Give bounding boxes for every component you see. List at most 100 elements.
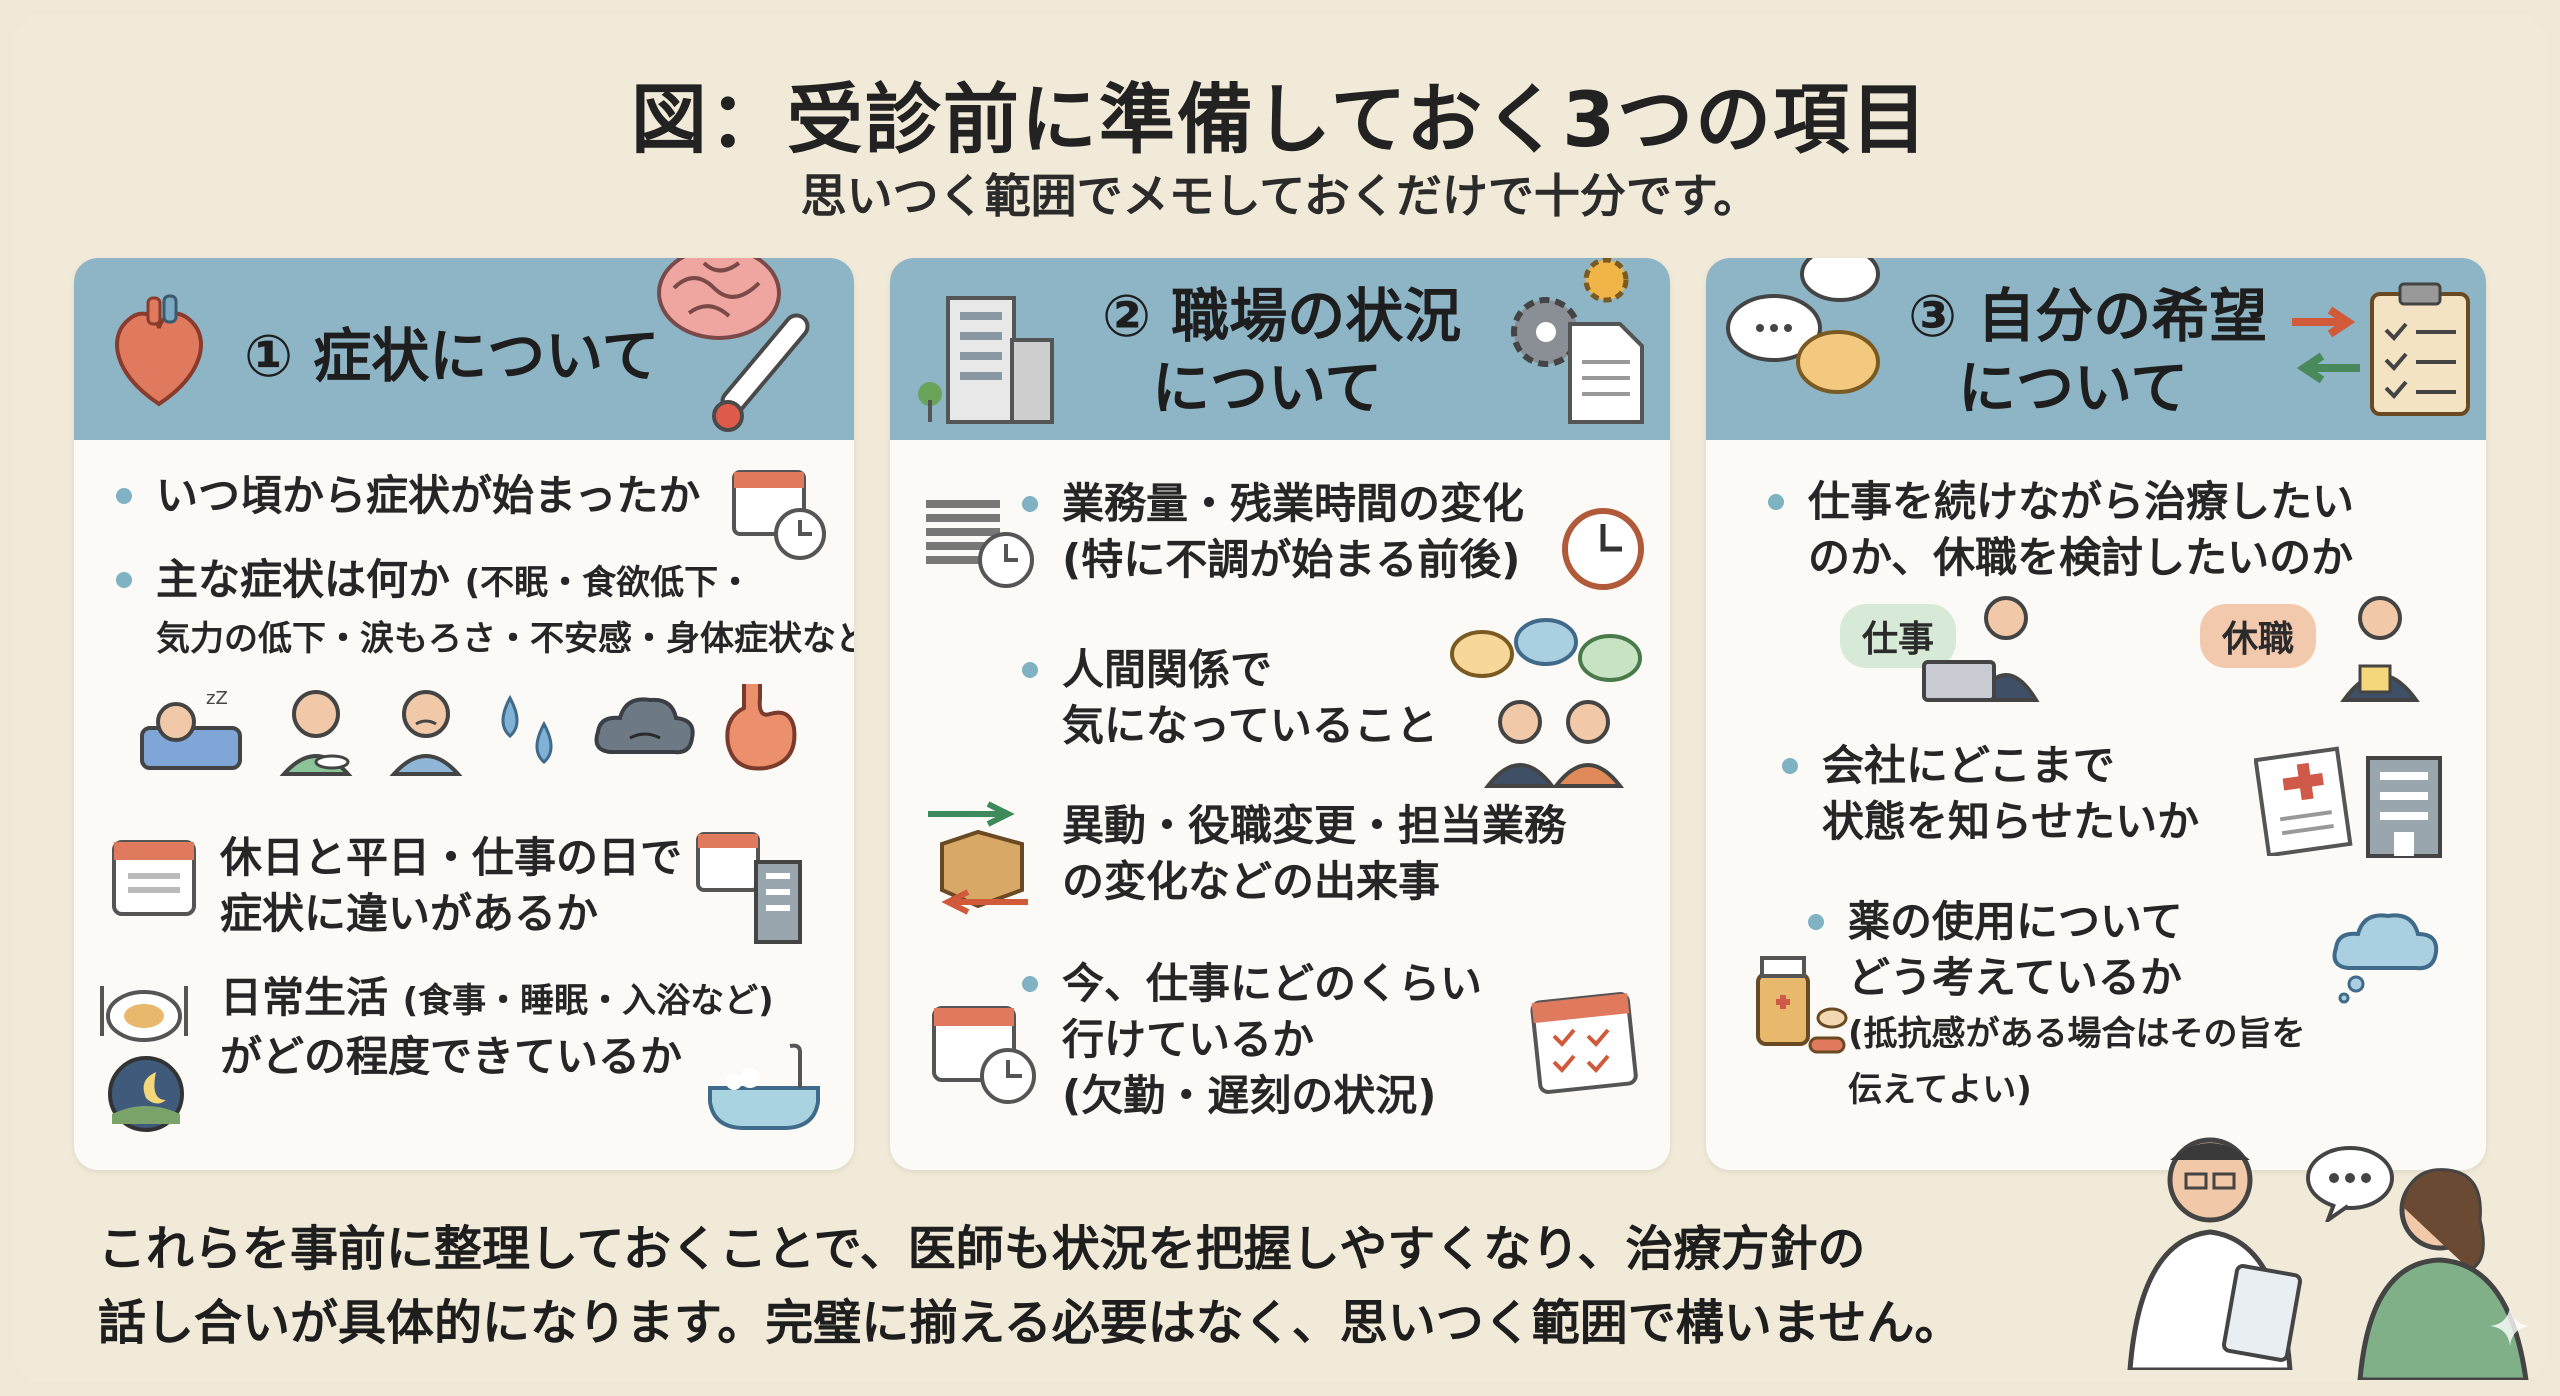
item-text: 主な症状は何か (156, 555, 451, 604)
brain-icon (654, 258, 784, 352)
resting-woman-icon (2326, 588, 2436, 712)
office-building-icon (696, 828, 816, 952)
footer-line: 話し合いが具体的になります。完璧に揃える必要はなく、思いつく範囲で構いません。 (98, 1295, 1963, 1351)
item-text: どう考えているか (1848, 953, 2182, 1002)
bullet-dot (116, 572, 132, 588)
card-wishes: ③ 自分の希望 について 仕事を続けながら治療したい のか、休職を検討したいのか… (1706, 258, 2486, 1170)
item-text: のか、休職を検討したいのか (1808, 533, 2354, 582)
office-building-icon (2354, 752, 2454, 866)
list-item: いつ頃から症状が始まったか (116, 468, 701, 524)
footer-line: これらを事前に整理しておくことで、医師も状況を把握しやすくなり、治療方針の (98, 1221, 1866, 1277)
item-text: (特に不調が始まる前後) (1062, 535, 1521, 584)
list-item: 異動・役職変更・担当業務 の変化などの出来事 (1062, 798, 1566, 910)
document-icon (1560, 318, 1650, 432)
eating-person-icon (266, 678, 366, 782)
attendance-calendar-icon (1530, 986, 1640, 1100)
coworkers-icon (1480, 688, 1630, 792)
item-text: 今、仕事にどのくらい (1062, 959, 1483, 1008)
item-note: (不眠・食欲低下・ (464, 563, 753, 603)
card-title-line: について (1958, 354, 2189, 422)
bathtub-icon (704, 1038, 824, 1142)
gloomy-cloud-icon (590, 688, 700, 772)
gear-icon (1496, 258, 1646, 390)
list-item: 休日と平日・仕事の日で 症状に違いがあるか (220, 830, 682, 942)
list-item: 今、仕事にどのくらい 行けているか (欠勤・遅刻の状況) (1022, 956, 1483, 1124)
paper-stack-icon (920, 474, 1040, 598)
item-note: 伝えてよい) (1848, 1070, 2032, 1110)
sparkle-icon (2490, 1306, 2530, 1350)
checklist-icon (2366, 280, 2476, 424)
stomach-icon (714, 678, 804, 782)
transfer-box-icon (918, 798, 1038, 922)
list-item: 日常生活 (食事・睡眠・入浴など) がどの程度できているか (220, 970, 774, 1085)
item-text: 仕事を続けながら治療したい (1808, 477, 2355, 526)
item-text: 日常生活 (220, 973, 389, 1022)
doctor-icon (2110, 1120, 2310, 1374)
bullet-dot (1022, 496, 1038, 512)
footer-note: これらを事前に整理しておくことで、医師も状況を把握しやすくなり、治療方針の 話し… (98, 1212, 1962, 1360)
item-note: 気力の低下・涙もろさ・不安感・身体症状など) (156, 619, 854, 659)
item-text: 業務量・残業時間の変化 (1062, 479, 1525, 528)
thought-cloud-icon (2326, 898, 2456, 1012)
office-building-icon (912, 290, 1062, 434)
tears-icon (490, 688, 570, 782)
list-item: 主な症状は何か (不眠・食欲低下・ 気力の低下・涙もろさ・不安感・身体症状など) (116, 552, 854, 667)
arrows-icon (2286, 302, 2366, 396)
tag-work: 仕事 (1840, 604, 1957, 668)
sad-person-icon (376, 678, 476, 782)
calendar-clock-icon (730, 462, 830, 566)
item-note: (食事・睡眠・入浴など) (402, 981, 774, 1021)
calendar-icon (110, 832, 200, 926)
item-text: 異動・役職変更・担当業務 (1062, 801, 1567, 850)
list-item: 仕事を続けながら治療したい のか、休職を検討したいのか (1768, 474, 2355, 586)
card-workplace: ② 職場の状況 について 業務量・残業時間の変化 (特に不調が始まる前後) (890, 258, 1670, 1170)
speech-bubbles-icon (1446, 614, 1646, 698)
speech-bubble-icon (2300, 1142, 2400, 1226)
thought-bubbles-icon (1720, 258, 1890, 416)
item-text: 薬の使用について (1848, 897, 2183, 946)
item-text: がどの程度できているか (220, 1032, 683, 1081)
list-item: 人間関係で 気になっていること (1022, 642, 1438, 754)
night-moon-icon (106, 1054, 186, 1138)
card-title: ③ 自分の希望 について (1908, 280, 2267, 424)
clock-icon (1558, 504, 1648, 598)
bullet-dot (1782, 758, 1798, 774)
item-note: (抵抗感がある場合はその旨を (1848, 1014, 2306, 1054)
card-symptoms: ① 症状について いつ頃から症状が始まったか 主な症状は何か (不眠・食欲低下・… (74, 258, 854, 1170)
tag-leave: 休職 (2200, 604, 2317, 668)
item-text: 会社にどこまで (1822, 741, 2115, 790)
list-item: 会社にどこまで 状態を知らせたいか (1782, 738, 2200, 850)
bullet-dot (1022, 976, 1038, 992)
meal-plate-icon (94, 976, 194, 1050)
medical-document-icon (2253, 746, 2354, 860)
card-title-line: ③ 自分の希望 (1908, 282, 2268, 350)
item-text: 状態を知らせたいか (1822, 797, 2200, 846)
bullet-dot (116, 488, 132, 504)
item-text: いつ頃から症状が始まったか (156, 471, 701, 520)
item-text: 症状に違いがあるか (220, 889, 599, 938)
page-title: 図：受診前に準備しておく3つの項目 (630, 75, 1930, 164)
bullet-dot (1768, 494, 1784, 510)
card-title-line: について (1152, 354, 1383, 422)
svg-text:zZ: zZ (206, 688, 228, 709)
heart-icon (104, 294, 214, 418)
item-text: 行けているか (1062, 1015, 1315, 1064)
item-text: (欠勤・遅刻の状況) (1062, 1071, 1437, 1120)
list-item: 業務量・残業時間の変化 (特に不調が始まる前後) (1022, 476, 1525, 588)
card-title: ② 職場の状況 について (1102, 280, 1461, 424)
list-item: 薬の使用について どう考えているか (抵抗感がある場合はその旨を 伝えてよい) (1808, 894, 2306, 1118)
bullet-dot (1022, 662, 1038, 678)
item-text: 休日と平日・仕事の日で (220, 833, 683, 882)
sleeping-person-icon: zZ (136, 678, 246, 782)
card-title-line: ② 職場の状況 (1102, 282, 1462, 350)
page-subtitle: 思いつく範囲でメモしておくだけで十分です。 (800, 169, 1760, 223)
patient-icon (2330, 1150, 2530, 1384)
card-title-line: ① 症状について (244, 322, 660, 390)
working-woman-icon (1916, 588, 2056, 712)
thermometer-icon (704, 298, 824, 442)
bullet-dot (1808, 914, 1824, 930)
card-title: ① 症状について (244, 320, 660, 392)
item-text: 人間関係で (1062, 645, 1273, 694)
calendar-icon (930, 998, 1040, 1112)
item-text: の変化などの出来事 (1062, 857, 1441, 906)
